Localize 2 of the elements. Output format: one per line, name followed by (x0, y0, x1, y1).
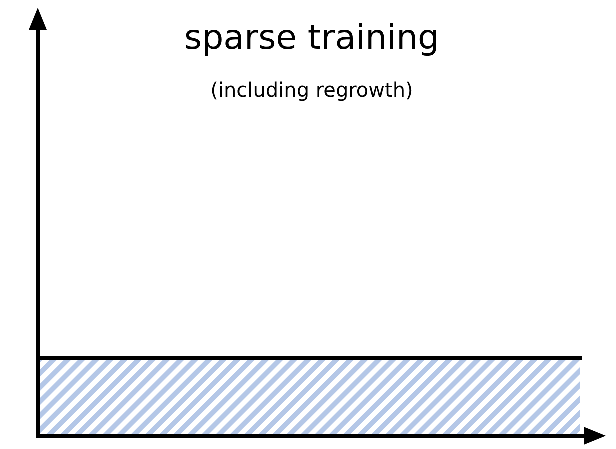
chart-title: sparse training (183, 18, 441, 58)
subtitle: (including regrowth) (210, 78, 414, 102)
